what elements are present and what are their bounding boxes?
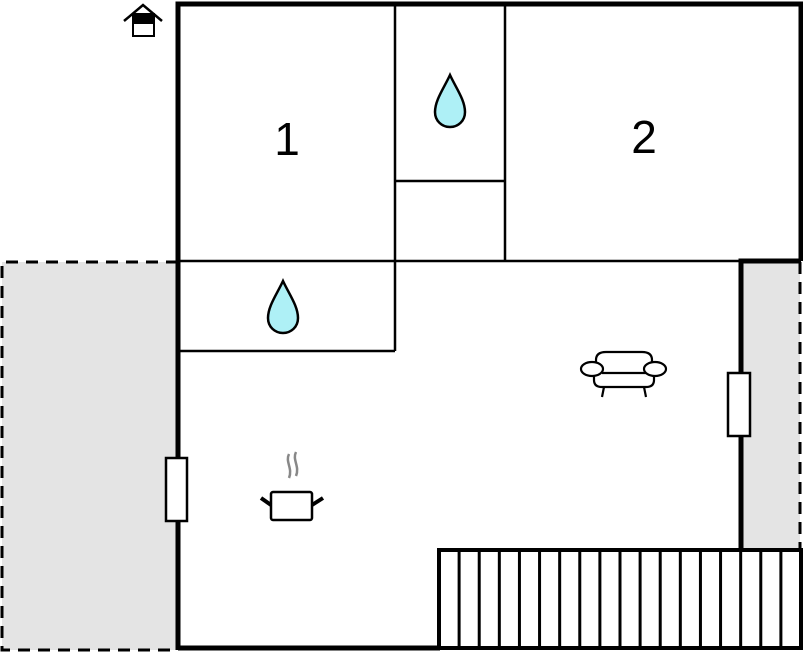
sofa-icon [579,350,668,398]
terrace-left [0,260,178,652]
water-drop-icon [266,278,300,335]
interior-walls [178,4,741,353]
window-right [726,371,752,438]
stairs [437,548,803,650]
room-label-bedroom-2: 2 [631,111,657,163]
room-label-bedroom-1: 1 [274,113,300,165]
water-drop-icon [433,72,467,129]
cooking-pot-icon [259,451,325,522]
house-entrance-icon [123,3,163,37]
window-left [164,456,189,523]
